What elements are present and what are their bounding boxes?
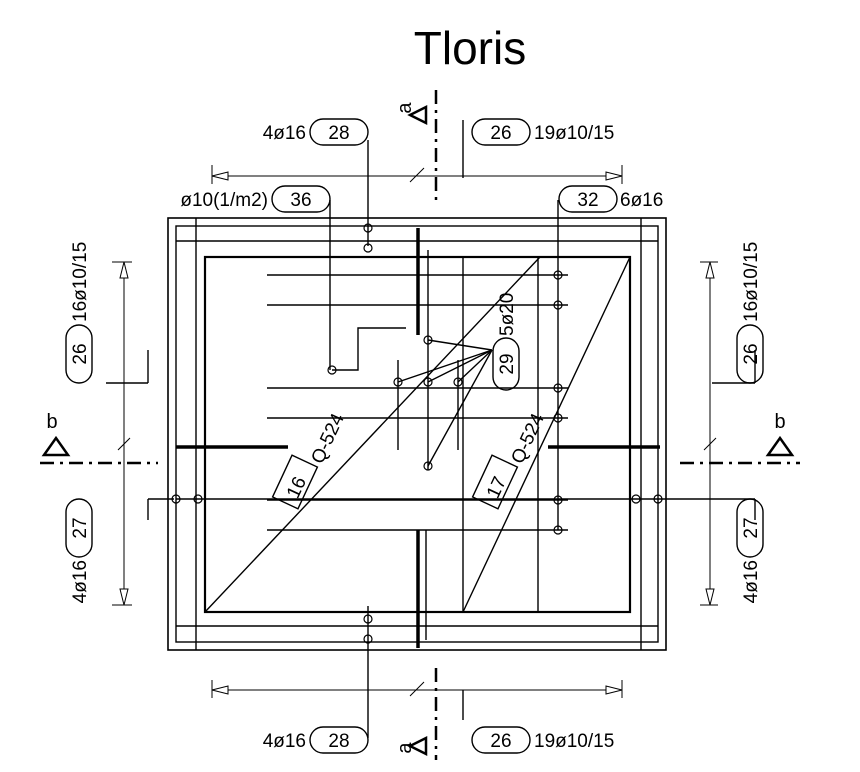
bottom-left-pos-label: 28 (328, 731, 349, 752)
right-upper-pos-label: 26 (741, 343, 762, 364)
section-cuts (40, 90, 800, 760)
section-a-bottom-marker (407, 735, 428, 757)
position-bubbles (65, 118, 764, 754)
thick-bars (176, 228, 660, 648)
top-left-pos-label: 28 (328, 123, 349, 144)
mesh-anchor-pos-label: 36 (290, 190, 311, 211)
top-right2-pos-label: 32 (577, 190, 598, 211)
center-bar-label: 5ø20 (497, 293, 518, 336)
section-b-right-label: b (774, 411, 785, 433)
leader-lines (106, 120, 756, 738)
center-pos-label: 29 (497, 353, 518, 374)
dimension-lines (112, 165, 718, 698)
drawing-title: Tloris (414, 22, 526, 74)
section-b-left-label: b (46, 411, 57, 433)
vertical-bars (397, 250, 459, 640)
section-a-bottom-label: a (394, 742, 416, 754)
top-right-bar-label: 19ø10/15 (534, 123, 614, 144)
bottom-left-bar-label: 4ø16 (263, 731, 306, 752)
right-lower-bar-label: 4ø16 (741, 560, 762, 603)
top-right-pos-label: 26 (490, 123, 511, 144)
mesh-left-pos-label: 16 (283, 474, 311, 502)
bottom-right-pos-label: 26 (490, 731, 511, 752)
mesh-anchor-label: ø10(1/m2) (180, 190, 268, 211)
mesh-diagonals (204, 256, 631, 613)
section-a-top-label: a (394, 102, 416, 114)
bar-markers (171, 223, 663, 644)
left-upper-bar-label: 16ø10/15 (70, 242, 91, 322)
bottom-right-bar-label: 19ø10/15 (534, 731, 614, 752)
top-left-bar-label: 4ø16 (263, 123, 306, 144)
right-upper-bar-label: 16ø10/15 (741, 242, 762, 322)
section-b-left-marker (41, 435, 71, 457)
left-lower-pos-label: 27 (70, 517, 91, 538)
left-lower-bar-label: 4ø16 (70, 560, 91, 603)
mesh-right-pos-label: 17 (483, 474, 511, 502)
section-a-top-marker (407, 104, 428, 126)
section-markers (41, 104, 795, 757)
left-upper-pos-label: 26 (70, 343, 91, 364)
right-lower-pos-label: 27 (741, 517, 762, 538)
section-b-right-marker (765, 435, 795, 457)
top-right2-bar-label: 6ø16 (620, 190, 663, 211)
slab-outline (167, 217, 667, 651)
